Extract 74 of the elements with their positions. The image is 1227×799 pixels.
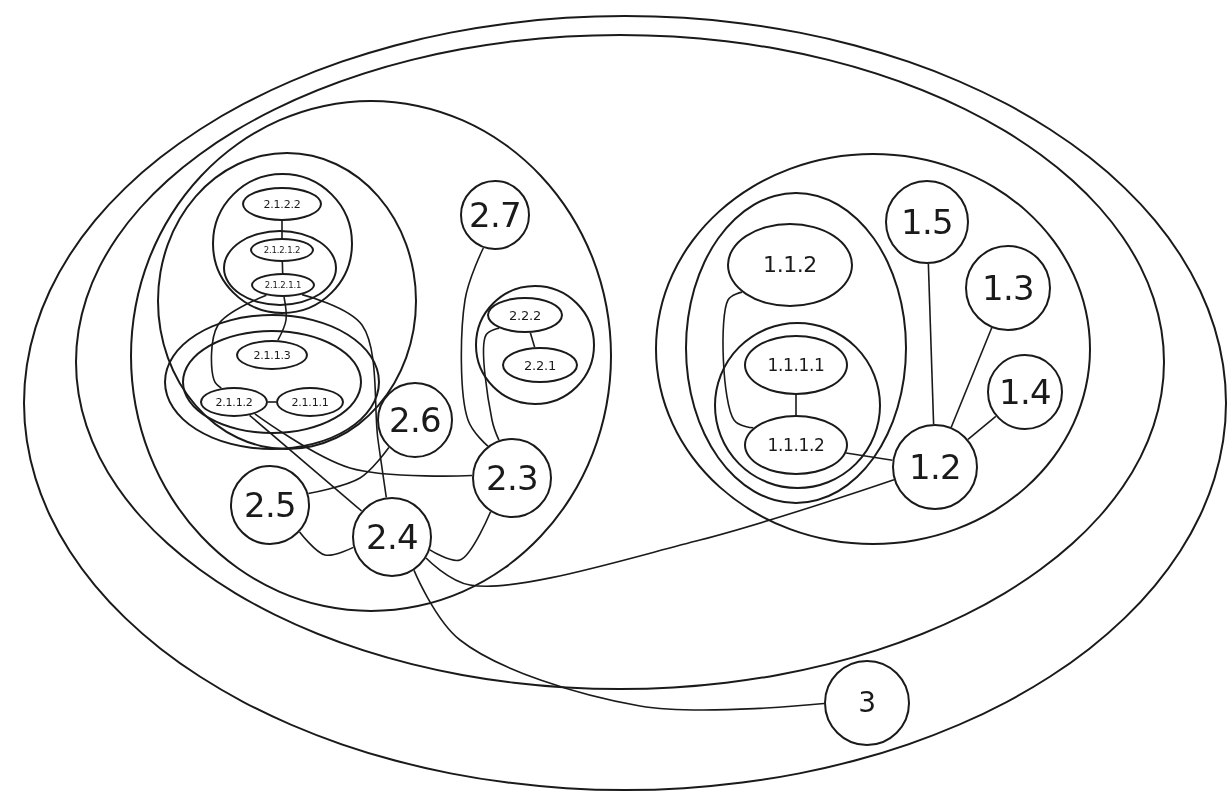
connector-line (967, 415, 997, 441)
node-label: 1.1.2 (763, 254, 817, 276)
connector-line (845, 452, 894, 462)
connector-line (281, 261, 284, 274)
circle-node (377, 382, 453, 458)
node-label: 2.1.2.1.1 (264, 280, 302, 290)
connector-line (281, 220, 283, 239)
node-label: 2.5 (243, 488, 296, 522)
circle-node (727, 223, 853, 307)
circle-node (892, 424, 978, 510)
connector-line (277, 296, 288, 341)
nested-circle (713, 321, 881, 489)
circle-node (251, 273, 315, 297)
node-label: 1.1.1.1 (767, 356, 825, 374)
circle-node (744, 335, 848, 395)
node-label: 1.3 (981, 271, 1034, 305)
circle-node (200, 387, 268, 417)
node-label: 2.1.2.2 (263, 198, 301, 210)
node-label: 2.3 (485, 461, 538, 495)
connector-line (301, 293, 388, 499)
node-label: 2.2.1 (524, 358, 556, 372)
node-label: 2.7 (468, 198, 521, 232)
circle-node (460, 180, 530, 250)
node-label: 2.6 (388, 403, 441, 437)
circle-node (965, 245, 1051, 331)
circle-node (242, 187, 322, 221)
node-label: 1.5 (900, 205, 953, 239)
circle-node (502, 347, 578, 383)
connector-line (413, 569, 825, 711)
circle-node (987, 354, 1063, 430)
nested-circle (211, 172, 353, 314)
circle-node (276, 387, 344, 417)
node-label: 2.4 (365, 520, 418, 554)
connector-line (529, 332, 536, 348)
node-label: 2.1.2.1.2 (263, 245, 301, 255)
circle-node (744, 415, 848, 475)
node-label: 1.2 (908, 450, 961, 484)
connector-line (429, 510, 492, 562)
connector-line (425, 478, 895, 587)
connector-line (267, 401, 277, 403)
connector-line (307, 446, 390, 495)
node-label: 2.2.2 (509, 308, 541, 322)
node-label: 3 (858, 689, 876, 717)
node-label: 2.1.1.2 (215, 396, 253, 408)
connector-line (927, 263, 935, 425)
connector-line (298, 531, 355, 557)
connector-line (482, 327, 501, 441)
node-label: 1.4 (998, 375, 1051, 409)
circle-node (230, 465, 310, 545)
circle-node (472, 438, 552, 518)
nested-ellipse (75, 34, 1165, 690)
circle-node (885, 180, 969, 264)
nested-ellipse (182, 330, 362, 434)
node-label: 2.1.1.3 (253, 349, 291, 361)
circle-node (824, 660, 910, 746)
node-label: 2.1.1.1 (291, 396, 329, 408)
nested-ellipse (655, 153, 1091, 545)
circle-node (352, 497, 432, 577)
circle-node (236, 340, 308, 370)
connector-line (248, 414, 363, 512)
connector-line (950, 327, 993, 428)
nested-ellipse (130, 100, 612, 612)
connector-line (210, 294, 268, 389)
nested-circle (475, 285, 595, 405)
connector-line (795, 394, 797, 416)
connector-line (460, 247, 489, 447)
node-label: 1.1.1.2 (767, 436, 825, 454)
nested-ellipse (223, 230, 337, 306)
nested-ellipse (23, 15, 1227, 791)
circle-node (250, 238, 314, 262)
connector-line (722, 291, 755, 429)
circle-node (487, 297, 563, 333)
nested-ellipse (164, 314, 380, 450)
connector-line (254, 413, 473, 477)
